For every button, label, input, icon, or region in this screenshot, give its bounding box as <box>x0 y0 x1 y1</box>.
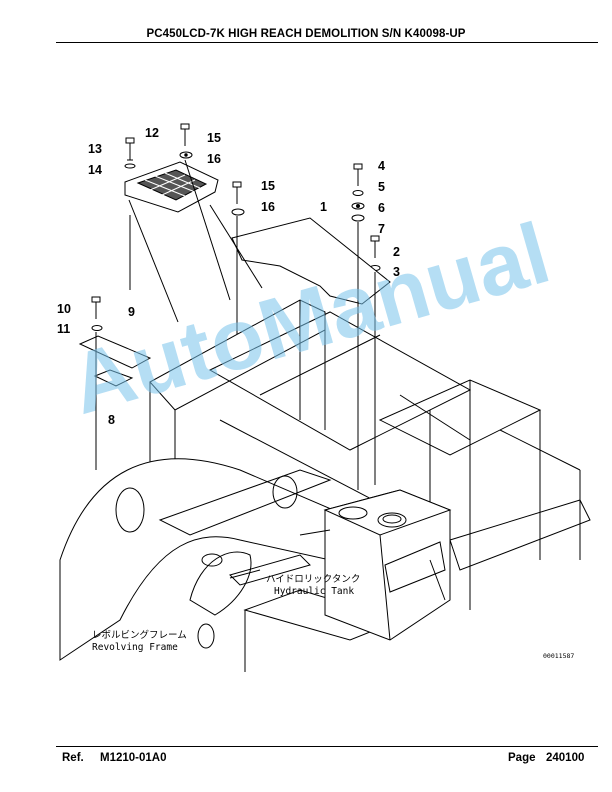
hydraulic-tank-label-en: Hydraulic Tank <box>274 586 354 597</box>
callout-10: 10 <box>57 302 71 316</box>
footer-divider <box>56 746 598 747</box>
page-label: Page <box>508 752 536 764</box>
callout-5: 5 <box>378 180 385 194</box>
frame-structure <box>149 299 591 610</box>
header-divider <box>56 42 598 43</box>
revolving-frame-label-en: Revolving Frame <box>92 642 178 653</box>
bolt-2 <box>370 235 380 258</box>
hydraulic-tank-label-jp: ハイドロリックタンク <box>266 574 360 585</box>
pad-8 <box>93 369 134 387</box>
callout-16-top: 16 <box>207 152 221 166</box>
washer-16a <box>179 151 193 159</box>
callout-2: 2 <box>393 245 400 259</box>
ref-label: Ref. <box>62 752 84 764</box>
hydraulic-tank <box>229 489 452 641</box>
revolving-frame <box>59 458 402 672</box>
page-number: 240100 <box>546 752 585 764</box>
cover-plate <box>231 217 391 305</box>
callout-1: 1 <box>320 200 327 214</box>
washer-6 <box>351 202 365 210</box>
callout-4: 4 <box>378 159 385 173</box>
callout-12: 12 <box>145 126 159 140</box>
callout-16-mid: 16 <box>261 200 275 214</box>
callout-13: 13 <box>88 142 102 156</box>
callout-15-top: 15 <box>207 131 221 145</box>
callout-9: 9 <box>128 305 135 319</box>
bolt-13 <box>125 137 135 161</box>
callout-11: 11 <box>57 322 70 336</box>
washer-11 <box>91 325 103 331</box>
parts-diagram: 1 2 3 4 5 6 7 8 9 10 11 12 13 14 15 16 1… <box>57 123 591 672</box>
washer-5 <box>352 190 364 196</box>
nut-7 <box>351 214 365 222</box>
bolt-15b <box>232 181 242 204</box>
callout-14: 14 <box>88 163 102 177</box>
callout-3: 3 <box>393 265 400 279</box>
callout-8: 8 <box>108 413 115 427</box>
washer-14 <box>124 163 136 169</box>
ref-value: M1210-01A0 <box>100 752 167 764</box>
page-title: PC450LCD-7K HIGH REACH DEMOLITION S/N K4… <box>146 28 466 40</box>
drawing-code: 00011587 <box>543 652 574 660</box>
grille-plate <box>124 161 219 213</box>
callout-6: 6 <box>378 201 385 215</box>
bolt-15a <box>180 123 190 146</box>
washer-16b <box>231 208 245 216</box>
plate-9 <box>78 335 152 369</box>
bolt-4 <box>353 163 363 186</box>
bolt-10 <box>91 296 101 319</box>
revolving-frame-label-jp: レボルビングフレーム <box>92 629 187 641</box>
callout-7: 7 <box>378 222 385 236</box>
callout-15-mid: 15 <box>261 179 275 193</box>
